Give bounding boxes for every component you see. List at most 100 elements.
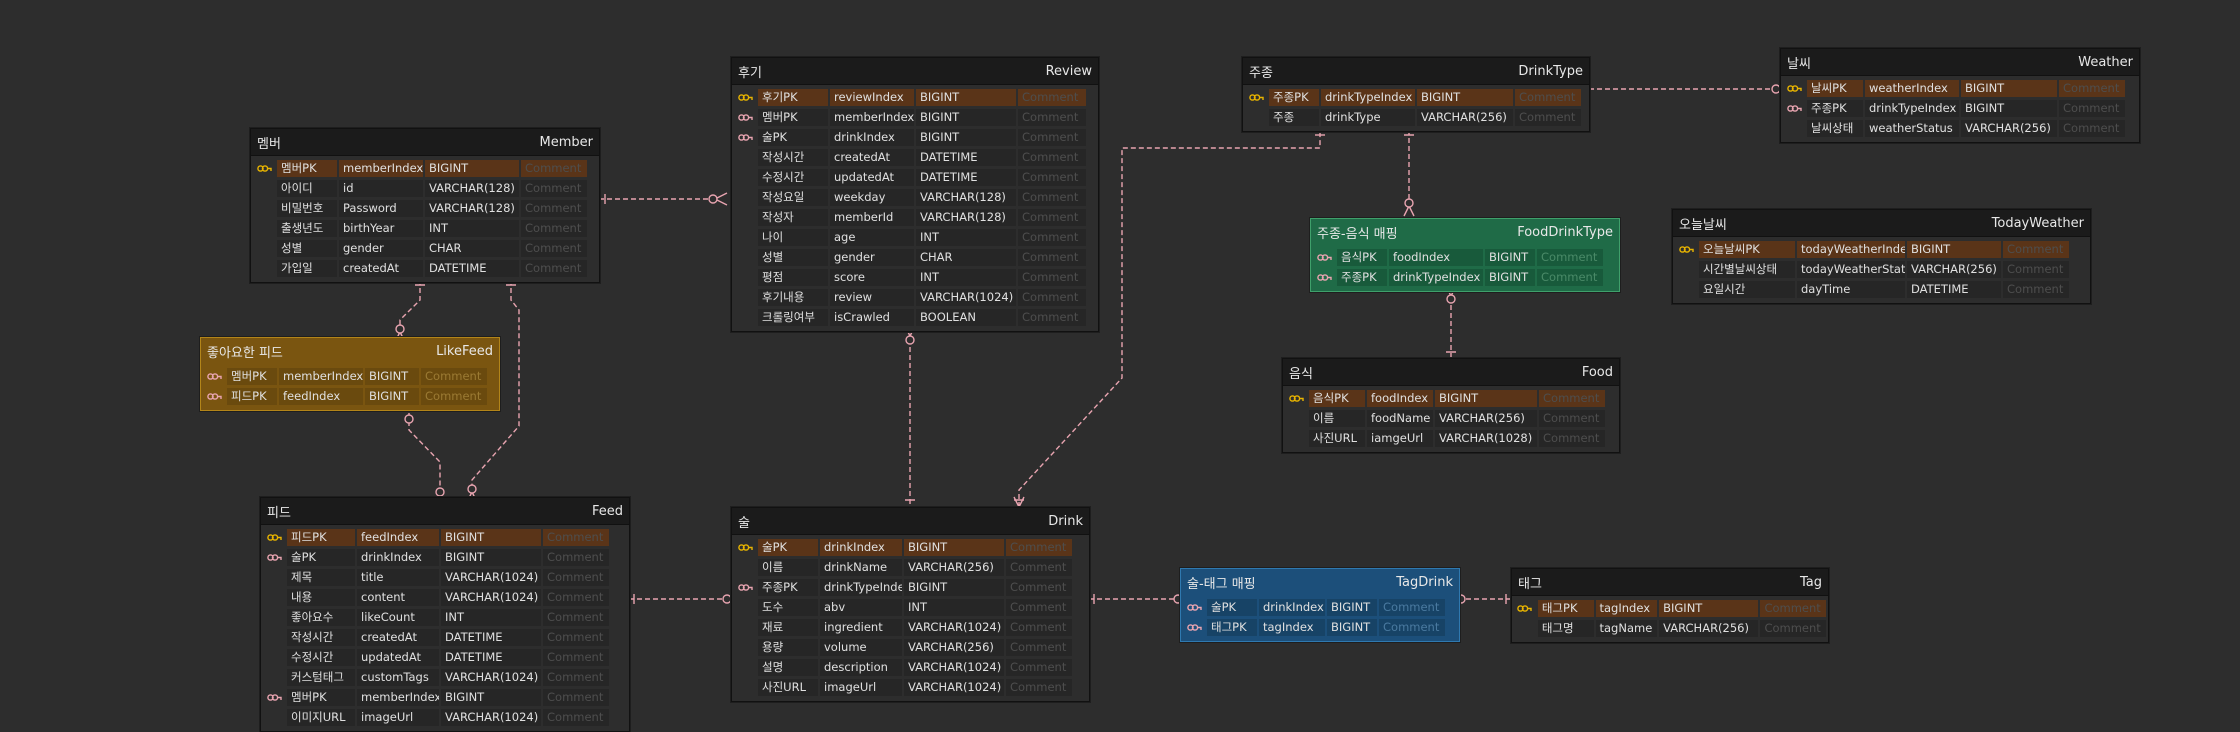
column-type: DATETIME bbox=[916, 148, 1016, 166]
column-type: INT bbox=[904, 598, 1004, 616]
column-name: customTags bbox=[357, 668, 439, 686]
column-label: 음식PK bbox=[1337, 248, 1387, 266]
column-type: BIGINT bbox=[916, 108, 1016, 126]
table-title-korean: 주종-음식 매핑 bbox=[1317, 226, 1398, 242]
column-comment: Comment bbox=[2059, 99, 2125, 117]
column-type: VARCHAR(128) bbox=[425, 199, 519, 217]
column-name: description bbox=[820, 658, 902, 676]
column-comment: Comment bbox=[1537, 248, 1603, 266]
column-label: 술PK bbox=[287, 548, 355, 566]
column-type: BIGINT bbox=[441, 528, 541, 546]
column-type: BIGINT bbox=[916, 128, 1016, 146]
column-type: BIGINT bbox=[441, 688, 541, 706]
column-label: 작성시간 bbox=[758, 148, 828, 166]
column-label: 작성자 bbox=[758, 208, 828, 226]
column-name: gender bbox=[339, 239, 423, 257]
table-row[interactable]: 시간별날씨상태todayWeatherStatusVARCHAR(256)Com… bbox=[1674, 259, 2089, 279]
column-type: BIGINT bbox=[916, 88, 1016, 106]
table-title-english: Feed bbox=[591, 503, 623, 519]
column-comment: Comment bbox=[1006, 578, 1072, 596]
key-slot bbox=[253, 240, 275, 257]
